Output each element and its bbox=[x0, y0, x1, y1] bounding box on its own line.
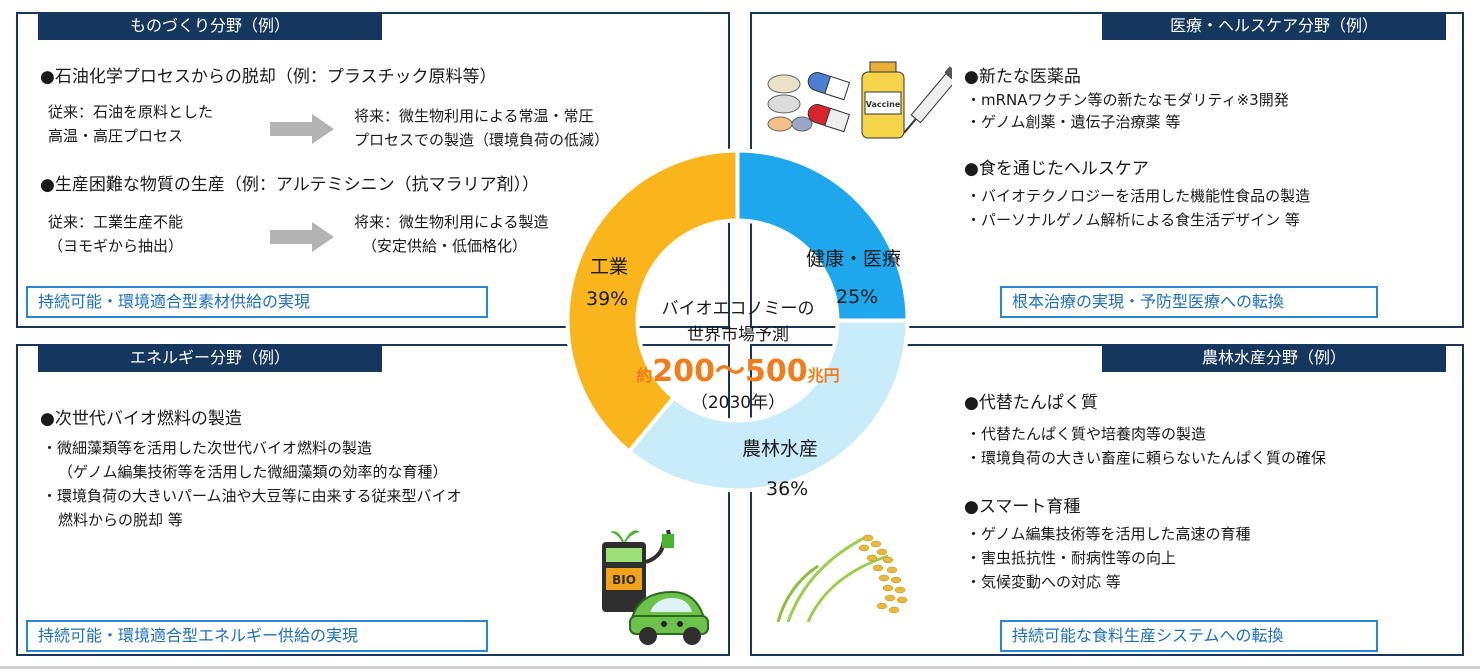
donut-center-number: 200〜500 bbox=[652, 354, 808, 389]
bottom-divider bbox=[0, 666, 1480, 669]
healthcare-item-2-sub-1: ・バイオテクノロジーを活用した機能性食品の製造 bbox=[966, 187, 1311, 205]
energy-item-1-sub-1: ・微細藻類等を活用した次世代バイオ燃料の製造 bbox=[42, 439, 373, 457]
donut-segment-2 bbox=[565, 148, 740, 455]
energy-item-1: ●次世代バイオ燃料の製造 bbox=[40, 409, 242, 429]
manufacturing-item-1-after-2: プロセスでの製造（環境負荷の低減） bbox=[354, 131, 610, 149]
market-forecast-donut-chart bbox=[565, 148, 910, 493]
panel-manufacturing: ものづくり分野（例） ●石油化学プロセスからの脱却（例：プラスチック原料等） 従… bbox=[16, 12, 730, 328]
agriculture-item-2: ●スマート育種 bbox=[964, 497, 1081, 517]
agriculture-item-2-sub-2: ・害虫抵抗性・耐病性等の向上 bbox=[966, 549, 1177, 567]
segment-value-industry: 39% bbox=[586, 288, 629, 310]
manufacturing-item-1: ●石油化学プロセスからの脱却（例：プラスチック原料等） bbox=[40, 67, 497, 87]
donut-center-year: （2030年） bbox=[690, 393, 786, 413]
donut-center-line-2: 世界市場予測 bbox=[687, 325, 789, 345]
manufacturing-item-1-before-2: 高温・高圧プロセス bbox=[48, 127, 184, 145]
agriculture-item-1-sub-2: ・環境負荷の大きい畜産に頼らないたんぱく質の確保 bbox=[966, 449, 1327, 467]
healthcare-item-1-sub-2: ・ゲノム創薬・遺伝子治療薬 等 bbox=[966, 113, 1181, 131]
segment-label-agriculture: 農林水産 bbox=[742, 438, 819, 460]
donut-segment-1 bbox=[626, 318, 910, 493]
vaccine-label: Vaccine bbox=[866, 100, 901, 109]
rice-plant-icon bbox=[776, 534, 908, 622]
agriculture-item-1-sub-1: ・代替たんぱく質や培養肉等の製造 bbox=[966, 425, 1207, 443]
agriculture-goal: 持続可能な食料生産システムへの転換 bbox=[1000, 620, 1378, 652]
healthcare-item-2-sub-2: ・パーソナルゲノム解析による食生活デザイン 等 bbox=[966, 211, 1300, 229]
energy-goal: 持続可能・環境適合型エネルギー供給の実現 bbox=[26, 620, 488, 652]
donut-center-prefix: 約 bbox=[636, 366, 653, 385]
manufacturing-item-2-before-1: 従来：工業生産不能 bbox=[48, 213, 184, 231]
arrow-right-icon bbox=[270, 114, 334, 144]
segment-value-health: 25% bbox=[836, 286, 879, 308]
agriculture-item-1: ●代替たんぱく質 bbox=[964, 393, 1098, 413]
healthcare-goal: 根本治療の実現・予防型医療への転換 bbox=[1000, 286, 1378, 318]
panel-manufacturing-title: ものづくり分野（例） bbox=[38, 12, 382, 40]
energy-item-1-sub-2: （ゲノム編集技術等を活用した微細藻類の効率的な育種） bbox=[58, 463, 448, 481]
agriculture-item-2-sub-3: ・気候変動への対応 等 bbox=[966, 573, 1121, 591]
segment-label-health: 健康・医療 bbox=[806, 248, 902, 270]
donut-segment-0 bbox=[735, 148, 910, 323]
donut-center-line-1: バイオエコノミーの bbox=[661, 299, 815, 319]
panel-healthcare-title: 医療・ヘルスケア分野（例） bbox=[1102, 12, 1446, 40]
manufacturing-goal: 持続可能・環境適合型素材供給の実現 bbox=[26, 286, 488, 318]
energy-item-1-sub-4: 燃料からの脱却 等 bbox=[58, 511, 183, 529]
bio-fuel-car-icon: BIO bbox=[602, 529, 709, 645]
healthcare-item-1-sub-1: ・mRNAワクチン等の新たなモダリティ※3開発 bbox=[966, 91, 1289, 109]
healthcare-item-2: ●食を通じたヘルスケア bbox=[964, 159, 1149, 179]
donut-center-value: 約200〜500兆円 bbox=[610, 346, 866, 390]
segment-label-industry: 工業 bbox=[590, 256, 629, 278]
manufacturing-item-2-after-1: 将来：微生物利用による製造 bbox=[354, 213, 549, 231]
energy-item-1-sub-3: ・環境負荷の大きいパーム油や大豆等に由来する従来型バイオ bbox=[42, 487, 462, 505]
donut-center-unit: 兆円 bbox=[807, 366, 840, 385]
agriculture-item-2-sub-1: ・ゲノム編集技術等を活用した高速の育種 bbox=[966, 525, 1251, 543]
manufacturing-item-1-after-1: 将来：微生物利用による常温・常圧 bbox=[354, 107, 594, 125]
arrow-right-icon bbox=[270, 222, 334, 252]
manufacturing-item-2: ●生産困難な物質の生産（例：アルテミシニン（抗マラリア剤）） bbox=[40, 175, 540, 195]
segment-value-agriculture: 36% bbox=[766, 478, 809, 500]
manufacturing-item-2-before-2: （ヨモギから抽出） bbox=[48, 237, 184, 255]
medicine-illustration-icon: Vaccine bbox=[767, 61, 952, 139]
panel-agriculture-title: 農林水産分野（例） bbox=[1102, 344, 1446, 372]
panel-energy: エネルギー分野（例） ●次世代バイオ燃料の製造 ・微細藻類等を活用した次世代バイ… bbox=[16, 344, 730, 656]
manufacturing-item-1-before-1: 従来：石油を原料とした bbox=[48, 103, 214, 121]
healthcare-item-1: ●新たな医薬品 bbox=[964, 67, 1081, 87]
manufacturing-item-2-after-2: （安定供給・低価格化） bbox=[362, 237, 528, 255]
panel-energy-title: エネルギー分野（例） bbox=[38, 344, 382, 372]
bio-label: BIO bbox=[612, 573, 636, 587]
